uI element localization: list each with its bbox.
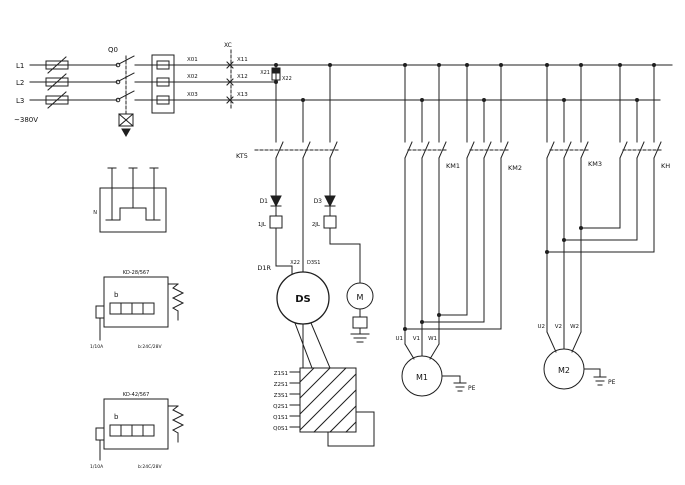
label-x11: X11 bbox=[237, 57, 248, 63]
motor-m1: U1 V1 W1 M1 PE bbox=[395, 336, 476, 397]
resistor-icon bbox=[171, 283, 185, 312]
label-1jl: 1JL bbox=[258, 222, 267, 228]
ground-icon bbox=[453, 382, 467, 392]
ground-icon bbox=[593, 376, 607, 386]
label-comp3-bottom-right: b:24C/28V bbox=[138, 464, 162, 470]
label-comp1-n: N bbox=[93, 210, 97, 216]
label-w1: W1 bbox=[428, 336, 437, 342]
label-kh: KH bbox=[661, 162, 670, 170]
power-input: L1 L2 L3 ~380V bbox=[14, 56, 118, 124]
label-m1: M1 bbox=[416, 373, 428, 382]
diode-d3-icon bbox=[324, 195, 336, 208]
label-x21: X21 bbox=[260, 70, 270, 76]
label-x03: X03 bbox=[187, 92, 198, 98]
label-d1r: D1R bbox=[257, 264, 271, 272]
rectifier-branch: D1 1JL D3 2JL bbox=[258, 195, 337, 267]
label-km3: KM3 bbox=[588, 160, 602, 168]
label-comp3-b: b bbox=[114, 413, 119, 421]
label-comp3-bottom-left: 1/10A bbox=[90, 464, 104, 470]
label-pe-2: PE bbox=[608, 379, 616, 386]
km1-contactor: KM1 bbox=[403, 63, 460, 345]
label-ds: DS bbox=[295, 294, 311, 305]
label-tap-z1s1: Z1S1 bbox=[274, 371, 288, 377]
label-x22: X22 bbox=[282, 76, 292, 82]
label-tap-z2s1: Z2S1 bbox=[274, 382, 288, 388]
label-x02: X02 bbox=[187, 74, 198, 80]
label-ds-x22: X22 bbox=[290, 260, 300, 266]
relay-detail-component: N bbox=[93, 167, 167, 233]
label-l2: L2 bbox=[16, 79, 24, 87]
label-comp2-bottom-right: b:24C/28V bbox=[138, 344, 162, 350]
label-m2: M2 bbox=[558, 366, 570, 375]
label-l3: L3 bbox=[16, 97, 24, 105]
label-pe-1: PE bbox=[468, 385, 476, 392]
label-tap-z3s1: Z3S1 bbox=[274, 393, 288, 399]
km3-contactor: KM3 bbox=[545, 63, 602, 333]
label-kt5: KT5 bbox=[236, 152, 248, 160]
label-u1: U1 bbox=[395, 336, 403, 342]
label-km1: KM1 bbox=[446, 162, 460, 170]
diode-d1-icon bbox=[270, 195, 282, 208]
label-d3: D3 bbox=[314, 198, 323, 205]
km2-contactor: KM2 bbox=[403, 63, 522, 331]
bus-lines bbox=[134, 64, 673, 101]
label-x13: X13 bbox=[237, 92, 248, 98]
ground-icon bbox=[350, 333, 370, 343]
label-comp2-b: b bbox=[114, 291, 119, 299]
terminal-strip-xc: X01 X02 X03 XC X11 X12 X13 bbox=[187, 42, 248, 109]
fuse-symbols bbox=[45, 56, 69, 109]
label-w2: W2 bbox=[570, 324, 579, 330]
label-x12: X12 bbox=[237, 74, 248, 80]
control-fuse-x21: X21 X22 bbox=[260, 63, 292, 143]
label-comp2-title: KD-28/567 bbox=[123, 270, 150, 276]
breaker-housing bbox=[151, 54, 175, 114]
label-voltage: ~380V bbox=[14, 116, 38, 124]
label-xc: XC bbox=[224, 42, 232, 49]
label-tap-q1s1: Q1S1 bbox=[273, 415, 288, 421]
ds-machine: DS D1R X22 D3S1 M bbox=[257, 243, 374, 343]
label-km2: KM2 bbox=[508, 164, 522, 172]
label-u2: U2 bbox=[537, 324, 545, 330]
label-tap-q0s1: Q0S1 bbox=[273, 426, 288, 432]
rectifier-module-2: KD-42/567 b 1/10A b:24C/28V bbox=[90, 392, 185, 470]
label-d1: D1 bbox=[260, 198, 269, 205]
label-m: M bbox=[357, 293, 364, 302]
resistor-icon bbox=[171, 405, 185, 434]
label-tap-q2s1: Q2S1 bbox=[273, 404, 288, 410]
label-comp2-bottom-left: 1/10A bbox=[90, 344, 104, 350]
label-v1: V1 bbox=[413, 336, 420, 342]
rectifier-module-1: KD-28/567 b 1/10A b:24C/28V bbox=[90, 270, 185, 350]
label-q0: Q0 bbox=[108, 46, 118, 54]
kt5-contacts: KT5 bbox=[236, 63, 341, 273]
motor-m2: U2 V2 W2 M2 PE bbox=[537, 324, 616, 390]
kh-relay: KH bbox=[545, 63, 670, 254]
excitation-tap-block: Z1S1 Z2S1 Z3S1 Q2S1 Q1S1 Q0S1 bbox=[273, 322, 375, 447]
label-l1: L1 bbox=[16, 62, 24, 70]
label-comp3-title: KD-42/567 bbox=[123, 392, 150, 398]
label-2jl: 2JL bbox=[312, 222, 321, 228]
switch-actuator-mark bbox=[121, 128, 131, 138]
main-switch-q0: Q0 bbox=[108, 46, 135, 138]
label-ds-d3s1: D3S1 bbox=[307, 260, 320, 266]
label-v2: V2 bbox=[555, 324, 562, 330]
label-x01: X01 bbox=[187, 57, 198, 63]
